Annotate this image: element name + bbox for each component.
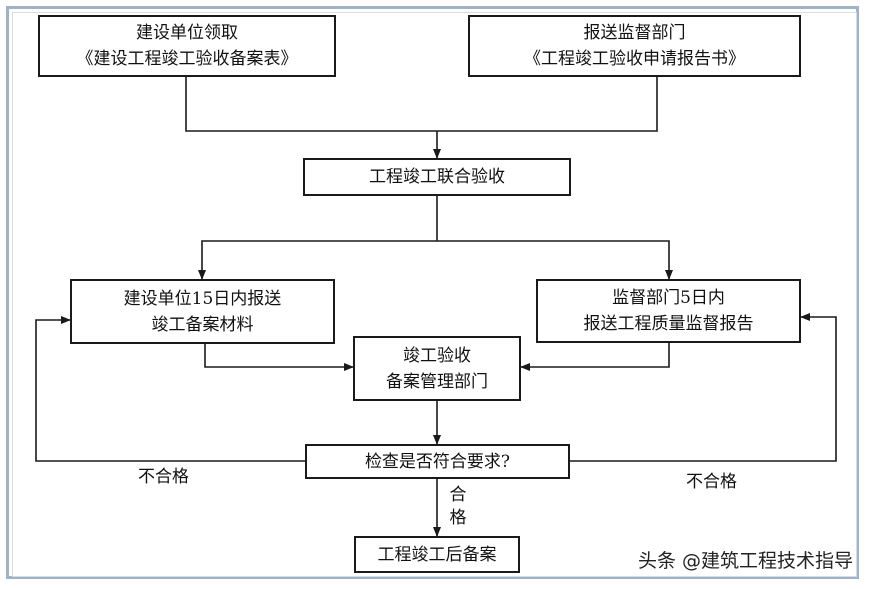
connector-report-to-filing bbox=[520, 343, 670, 371]
box-owner-submit: 建设单位15日内报送 竣工备案材料 bbox=[70, 279, 335, 344]
watermark-text: 头条 @建筑工程技术指导 bbox=[637, 550, 853, 572]
connector-fail-left-loop bbox=[35, 316, 305, 462]
box-check-requirements: 检查是否符合要求? bbox=[305, 444, 570, 479]
box-final-filing-line1: 工程竣工后备案 bbox=[377, 544, 497, 565]
box-filing-department-line1: 竣工验收 bbox=[403, 345, 471, 366]
label-fail-left: 不合格 bbox=[138, 467, 189, 487]
box-supervision-report-line1: 监督部门5日内 bbox=[612, 288, 725, 308]
label-pass-char2: 格 bbox=[449, 508, 467, 528]
box-joint-acceptance: 工程竣工联合验收 bbox=[303, 158, 571, 196]
box-final-filing: 工程竣工后备案 bbox=[354, 536, 520, 573]
connector-split-left bbox=[198, 240, 437, 280]
box-collect-form-line2: 《建设工程竣工验收备案表》 bbox=[76, 49, 298, 69]
connector-split-right bbox=[437, 240, 673, 280]
box-submit-supervision-line2: 《工程竣工验收申请报告书》 bbox=[524, 49, 745, 69]
connector-fail-right-loop bbox=[570, 313, 837, 462]
box-submit-supervision-line1: 报送监督部门 bbox=[583, 23, 686, 43]
box-supervision-report: 监督部门5日内 报送工程质量监督报告 bbox=[536, 279, 801, 343]
connector-owner-to-filing bbox=[204, 344, 354, 371]
box-collect-form: 建设单位领取 《建设工程竣工验收备案表》 bbox=[38, 15, 336, 77]
box-collect-form-line1: 建设单位领取 bbox=[136, 23, 238, 43]
label-fail-right: 不合格 bbox=[686, 472, 737, 492]
inner-frame bbox=[12, 12, 857, 577]
box-joint-acceptance-line1: 工程竣工联合验收 bbox=[369, 167, 505, 187]
box-filing-department-line2: 备案管理部门 bbox=[386, 371, 488, 392]
label-pass-char1: 合 bbox=[449, 485, 467, 505]
box-owner-submit-line2: 竣工备案材料 bbox=[151, 314, 254, 335]
box-submit-supervision: 报送监督部门 《工程竣工验收申请报告书》 bbox=[468, 15, 801, 77]
box-supervision-report-line2: 报送工程质量监督报告 bbox=[583, 314, 754, 334]
connector-collect-to-merge bbox=[185, 77, 658, 132]
box-filing-department: 竣工验收 备案管理部门 bbox=[353, 336, 521, 401]
box-owner-submit-line1: 建设单位15日内报送 bbox=[123, 288, 282, 309]
box-check-requirements-line1: 检查是否符合要求? bbox=[364, 451, 511, 472]
